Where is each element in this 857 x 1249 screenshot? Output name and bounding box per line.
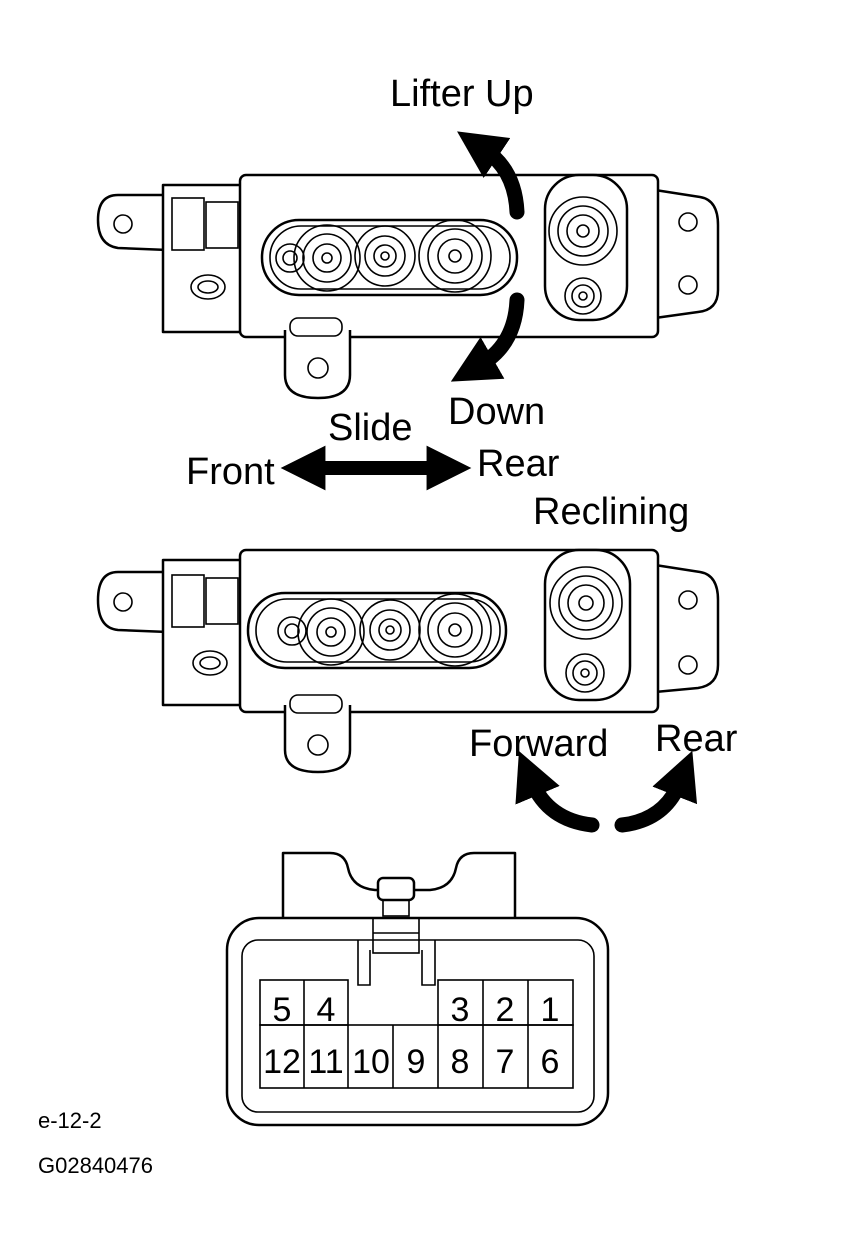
pin-8: 8 [451,1043,470,1081]
pin-12: 12 [263,1043,301,1081]
pin-9: 9 [407,1043,426,1081]
pin-6: 6 [541,1043,560,1081]
pin-3: 3 [451,991,470,1029]
seat-switch-bottom [96,548,720,774]
pin-1: 1 [541,991,560,1029]
pin-2: 2 [496,991,515,1029]
pin-4: 4 [317,991,336,1029]
pin-5: 5 [273,991,292,1029]
figure-code: e-12-2 [38,1108,102,1133]
reclining-forward-label: Forward [469,723,608,765]
reclining-rear-arrow [614,750,698,833]
graphic-id: G02840476 [38,1153,153,1178]
reclining-label: Reclining [533,491,689,533]
reclining-forward-arrow [515,751,600,833]
slide-rear-label: Rear [477,443,560,485]
pin-10: 10 [352,1043,390,1081]
pin-7: 7 [496,1043,515,1081]
reclining-rear-label: Rear [655,718,738,760]
slide-front-label: Front [186,451,275,493]
seat-switch-top [96,173,720,400]
lifter-down-label: Down [448,391,545,433]
lifter-down-arrow [450,292,525,382]
lifter-up-label: Lifter Up [390,73,534,115]
pin-11: 11 [308,1043,343,1081]
connector: 5 4 3 2 1 12 11 10 9 8 7 6 [225,851,610,1127]
slide-label: Slide [328,407,413,449]
lifter-up-arrow [457,131,525,220]
